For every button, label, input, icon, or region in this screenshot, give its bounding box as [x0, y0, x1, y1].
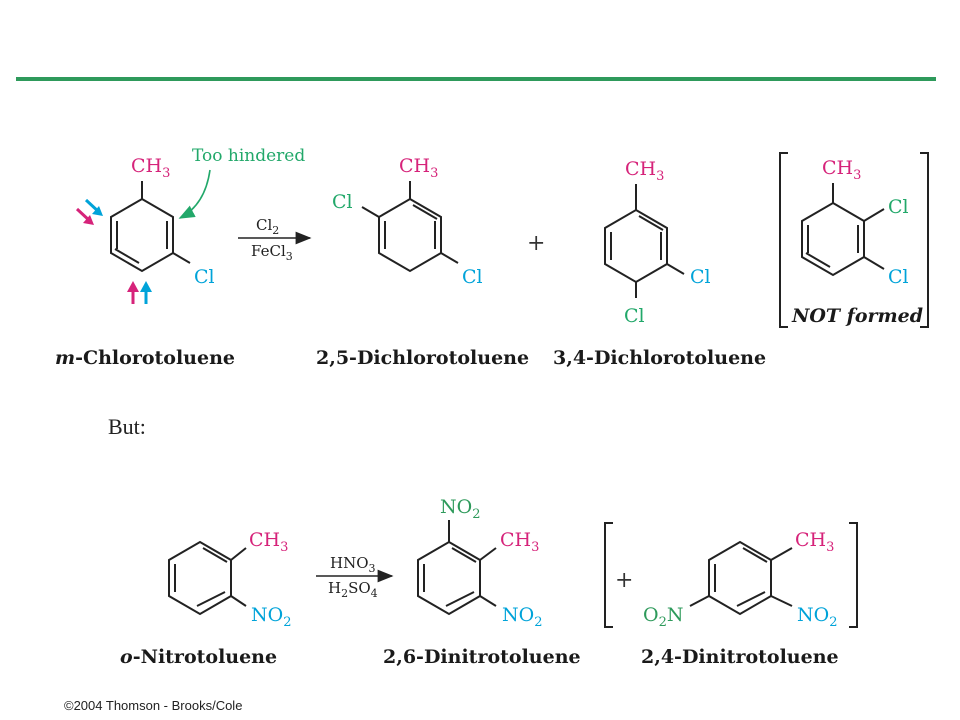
header-rule	[16, 77, 936, 81]
dichlorotoluene-25-ring	[361, 181, 459, 273]
product4-name: 2,4-Dinitrotoluene	[641, 646, 839, 668]
bracket-left-1	[779, 152, 788, 328]
product2-chloro-para: Cl	[624, 305, 645, 327]
product1-name: 2,5-Dichlorotoluene	[316, 347, 529, 369]
bracket-left-2	[604, 522, 613, 628]
bracket-right-1	[920, 152, 929, 328]
reagent-hno3: HNO3	[330, 554, 376, 575]
product1-chloro-meta: Cl	[462, 266, 483, 288]
plus-sign-1: +	[527, 231, 545, 256]
not-formed-chloro-2: Cl	[888, 196, 909, 218]
dinitrotoluene-26-ring	[417, 520, 497, 616]
product4-nitro-para: O2N	[643, 604, 683, 630]
not-formed-chloro-3: Cl	[888, 266, 909, 288]
ortho-para-direction-arrows	[75, 198, 152, 304]
product4-nitro: NO2	[797, 604, 837, 630]
product1-chloro-ortho: Cl	[332, 191, 353, 213]
m-chlorotoluene-ring	[110, 181, 191, 273]
hindered-pointer-arrow	[178, 169, 211, 219]
product2-name: 3,4-Dichlorotoluene	[553, 347, 766, 369]
bracket-right-2	[849, 522, 858, 628]
product3-name: 2,6-Dinitrotoluene	[383, 646, 581, 668]
reactant1-name: m-Chlorotoluene	[55, 347, 235, 369]
dichlorotoluene-34-ring	[604, 184, 685, 298]
copyright-notice: ©2004 Thomson - Brooks/Cole	[64, 698, 243, 713]
product3-nitro: NO2	[502, 604, 542, 630]
but-transition-text: But:	[108, 414, 146, 439]
reactant1-chloro: Cl	[194, 266, 215, 288]
reactant2-methyl: CH3	[249, 529, 288, 555]
not-formed-label: NOT formed	[791, 305, 923, 327]
reactant1-methyl: CH3	[131, 155, 170, 181]
product1-methyl: CH3	[399, 155, 438, 181]
reactant2-nitro: NO2	[251, 604, 291, 630]
not-formed-ring	[801, 183, 885, 277]
o-nitrotoluene-ring	[168, 540, 247, 616]
not-formed-methyl: CH3	[822, 157, 861, 183]
reactant2-name: o-Nitrotoluene	[120, 646, 277, 668]
reagent-fecl3: FeCl3	[251, 242, 293, 263]
plus-sign-2: +	[615, 568, 633, 593]
product3-methyl: CH3	[500, 529, 539, 555]
product4-methyl: CH3	[795, 529, 834, 555]
dinitrotoluene-24-ring	[689, 540, 793, 616]
reagent-cl2: Cl2	[256, 216, 279, 237]
product2-methyl: CH3	[625, 158, 664, 184]
product3-nitro-top: NO2	[440, 496, 480, 522]
too-hindered-note: Too hindered	[192, 146, 305, 166]
reagent-h2so4: H2SO4	[328, 579, 378, 600]
product2-chloro-meta: Cl	[690, 266, 711, 288]
